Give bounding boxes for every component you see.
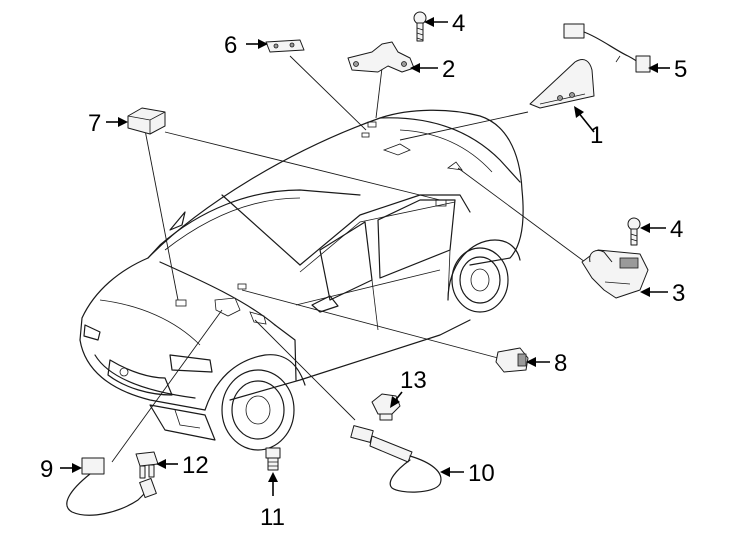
callout-labels: 1 2 3 4 4 5 6 7 8 9 10 11 12 13 bbox=[40, 10, 687, 531]
callout-3: 3 bbox=[672, 280, 685, 307]
callout-6: 6 bbox=[224, 32, 237, 59]
clip-part bbox=[371, 393, 401, 421]
sensor-part bbox=[135, 451, 159, 479]
shark-fin-antenna-part bbox=[529, 59, 595, 109]
callout-2: 2 bbox=[442, 56, 455, 83]
pad-part bbox=[265, 39, 305, 53]
antenna-lead-part bbox=[350, 425, 442, 493]
antenna-cable-part bbox=[563, 23, 651, 73]
antenna-bracket-part bbox=[347, 41, 415, 73]
callout-11: 11 bbox=[260, 504, 285, 531]
callout-12: 12 bbox=[182, 452, 209, 479]
callout-5: 5 bbox=[674, 56, 687, 83]
callout-4-mid: 4 bbox=[670, 216, 683, 243]
callout-1: 1 bbox=[590, 122, 603, 149]
connector-part bbox=[495, 347, 529, 373]
callout-arrows bbox=[60, 17, 670, 496]
callout-8: 8 bbox=[554, 350, 567, 377]
screw-mid-part bbox=[627, 217, 641, 246]
antenna-module-part bbox=[581, 249, 649, 299]
callout-9: 9 bbox=[40, 456, 53, 483]
callout-13: 13 bbox=[400, 367, 427, 394]
callout-7: 7 bbox=[88, 110, 101, 137]
plug-part bbox=[265, 447, 281, 471]
vehicle-outline bbox=[79, 109, 524, 451]
screw-top-part bbox=[413, 11, 427, 42]
leader-lines bbox=[111, 55, 586, 463]
callout-4-top: 4 bbox=[452, 10, 465, 37]
control-module-part bbox=[127, 107, 166, 135]
harness-part bbox=[66, 457, 157, 516]
callout-10: 10 bbox=[468, 460, 495, 487]
